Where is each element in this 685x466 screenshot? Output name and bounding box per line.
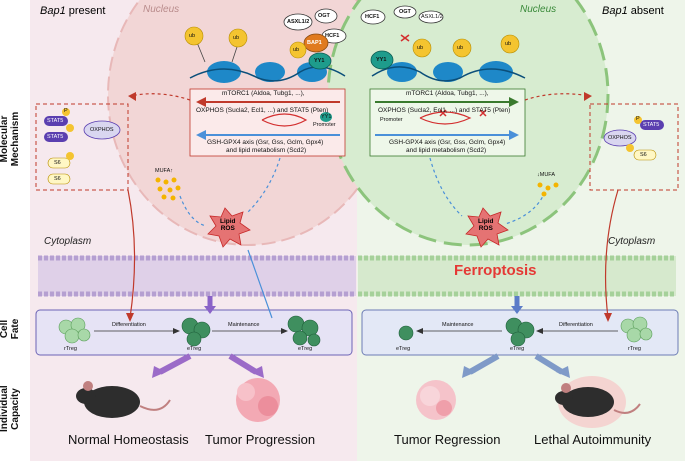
left-ogt-label: OGT xyxy=(318,13,330,19)
left-oxphos-label: OXPHOS xyxy=(90,127,114,133)
right-cytoplasm-box xyxy=(589,103,679,191)
right-gsh-text: GSH-GPX4 axis (Gsr, Gss, Gclm, Gpx4) xyxy=(389,139,506,146)
left-gsh-text: GSH-GPX4 axis (Gsr, Gss, Gclm, Gpx4) xyxy=(207,139,324,146)
left-stat5-label-1: STAT5 xyxy=(47,118,64,124)
right-gene-box xyxy=(369,88,526,157)
left-yy1-promoter-label: YY1 xyxy=(321,114,332,120)
right-etreg-label-2: eTreg xyxy=(510,346,525,352)
right-etreg-label-1: eTreg xyxy=(396,346,411,352)
left-lipid-text: and lipid metabolism (Scd2) xyxy=(226,147,307,154)
outcome-tumor-progression: Tumor Progression xyxy=(205,432,316,447)
right-mufa-dots xyxy=(537,182,559,197)
right-promoter-label: Promoter xyxy=(380,117,403,123)
left-tumor xyxy=(236,378,280,422)
connectors xyxy=(128,92,592,227)
right-nucleus-label: Nucleus xyxy=(520,4,557,15)
left-ub-label-3: ub xyxy=(293,47,300,53)
right-stat5-label: STAT5 xyxy=(643,122,660,128)
left-ub-label-2: ub xyxy=(233,35,240,41)
outcome-normal-homeostasis: Normal Homeostasis xyxy=(68,432,189,447)
left-yy1-label: YY1 xyxy=(314,58,325,64)
left-mtorc1-text: mTORC1 (Aldoa, Tubg1, ...), xyxy=(222,90,305,97)
right-ub-tags xyxy=(412,34,520,58)
right-title-gene: Bap1 xyxy=(602,5,628,17)
right-ogt-label: OGT xyxy=(399,9,411,15)
right-yy1-label: YY1 xyxy=(376,57,387,63)
right-differentiation-label: Differentiation xyxy=(559,322,593,328)
left-differentiation-label: Differentiation xyxy=(112,322,146,328)
row-label-cell-fate: Cell Fate xyxy=(0,318,21,340)
left-cytoplasm-label: Cytoplasm xyxy=(44,236,92,247)
left-etreg-label-1: eTreg xyxy=(187,346,202,352)
left-p-label: P xyxy=(64,108,68,114)
row-label-mechanism: Molecular Mechanism xyxy=(0,111,21,167)
left-title-rest: present xyxy=(65,5,106,17)
right-hcf1-label: HCF1 xyxy=(365,14,380,20)
left-maintenance-label: Maintenance xyxy=(228,322,260,328)
left-stat5-label-2: STAT5 xyxy=(47,134,64,140)
outcome-lethal-autoimmunity: Lethal Autoimmunity xyxy=(534,432,652,447)
left-signaling-proteins xyxy=(44,108,121,185)
left-s6-label-2: S6 xyxy=(54,176,61,182)
right-oxphos-text: OXPHOS (Sucla2, Ecl1, ...) and STAT5 (Pt… xyxy=(378,107,511,114)
right-ub-label-3: ub xyxy=(505,41,512,47)
right-lipid-text: and lipid metabolism (Scd2) xyxy=(406,147,487,154)
fate-arrows xyxy=(126,189,619,322)
left-bap1-label: BAP1 xyxy=(307,40,322,46)
row-label-capacity: Individual Capacity xyxy=(0,385,21,432)
right-ub-label-1: ub xyxy=(417,45,424,51)
right-oxphos-label: OXPHOS xyxy=(608,135,632,141)
left-oxphos-text: OXPHOS (Sucla2, Ecl1, ...) and STAT5 (Pt… xyxy=(196,107,329,114)
right-title: Bap1 absent xyxy=(602,5,664,17)
right-s6-label: S6 xyxy=(640,152,647,158)
left-ub-label-1: ub xyxy=(189,33,196,39)
right-treg-cells xyxy=(398,316,653,347)
right-membrane xyxy=(358,255,676,297)
left-gene-arrows xyxy=(196,97,340,140)
right-gene-arrows xyxy=(375,97,519,140)
right-ub-label-2: ub xyxy=(457,45,464,51)
left-membrane xyxy=(38,255,356,297)
dissociated-complex xyxy=(360,5,444,70)
left-treg-cells xyxy=(58,315,321,347)
right-mouse xyxy=(555,376,641,428)
right-nucleosomes xyxy=(371,61,526,83)
left-asxl-label: ASXL1/2 xyxy=(287,19,310,25)
left-etreg-label-2: eTreg xyxy=(298,346,313,352)
right-cytoplasm-label: Cytoplasm xyxy=(608,236,656,247)
outcome-tumor-regression: Tumor Regression xyxy=(394,432,501,447)
left-title-gene: Bap1 xyxy=(40,5,66,17)
left-mouse xyxy=(76,381,171,418)
right-lipid-ros-label: Lipid ROS xyxy=(478,218,494,232)
right-maintenance-label: Maintenance xyxy=(442,322,474,328)
left-mufa-dots xyxy=(155,177,181,201)
outcome-arrows xyxy=(152,353,570,378)
left-lipid-ros-label: Lipid ROS xyxy=(220,218,236,232)
left-ub-tags xyxy=(184,26,248,63)
right-mufa-label: ↓MUFA xyxy=(537,172,556,178)
right-signaling-proteins xyxy=(603,116,664,161)
ferroptosis-label: Ferroptosis xyxy=(454,262,537,279)
right-title-rest: absent xyxy=(627,5,664,17)
left-rtreg-label: rTreg xyxy=(64,346,77,352)
right-tumor xyxy=(416,380,456,420)
left-lipid-ros-star xyxy=(207,207,251,248)
left-title: Bap1 present xyxy=(40,5,105,17)
right-rtreg-label: rTreg xyxy=(628,346,641,352)
left-promoter-label: Promoter xyxy=(313,122,336,128)
right-p-label: P xyxy=(636,116,640,122)
right-asxl-label: ASXL1/2 xyxy=(421,14,443,20)
left-hcf1-label: HCF1 xyxy=(325,33,340,39)
left-cytoplasm-box xyxy=(35,103,129,191)
right-lipid-ros-star xyxy=(465,207,509,248)
left-s6-label-1: S6 xyxy=(54,160,61,166)
left-mufa-label: MUFA↑ xyxy=(155,168,174,174)
right-mtorc1-text: mTORC1 (Aldoa, Tubg1, ...), xyxy=(406,90,489,97)
left-nucleus-label: Nucleus xyxy=(143,4,180,15)
bap1-complex xyxy=(283,8,347,70)
